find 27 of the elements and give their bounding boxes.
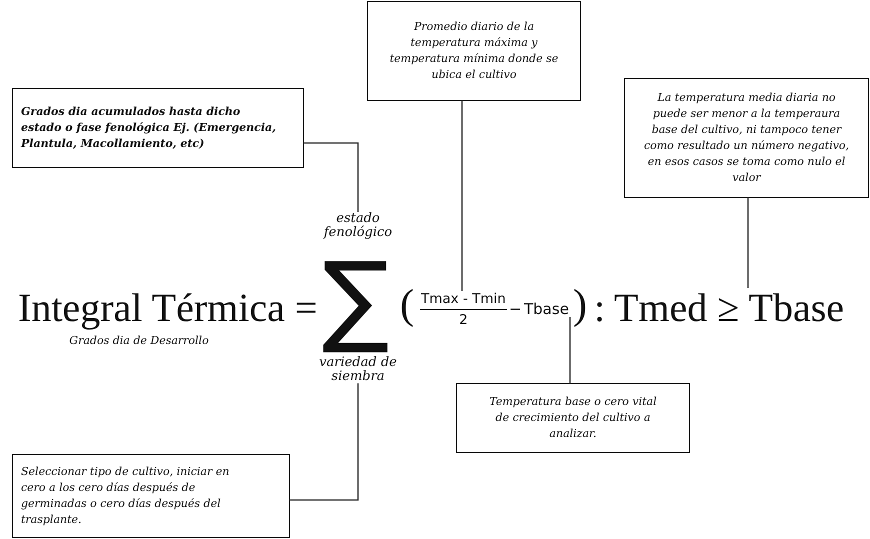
callout-box <box>12 88 304 168</box>
callout-box <box>624 78 869 198</box>
leader-line <box>290 383 359 501</box>
formula-symbol: − <box>509 302 522 317</box>
formula-symbol: ) <box>573 284 587 326</box>
fraction-numerator: Tmax - Tmin <box>420 291 507 310</box>
sum-limit-label: variedad de siembra <box>313 356 403 384</box>
callout-text: Temperatura base o cero vital de crecimiento del cultivo a analizar. <box>488 394 658 442</box>
formula-term: Tmed ≥ Tbase <box>614 288 844 328</box>
subtitle-label: Grados dia de Desarrollo <box>68 335 210 347</box>
leader-line <box>747 198 749 288</box>
leader-line <box>304 142 359 212</box>
callout-text: Promedio diario de la temperatura máxima y temperatura mínima donde se ubica el cultivo <box>388 19 560 83</box>
fraction-denominator: 2 <box>459 311 468 328</box>
callout-box <box>456 383 690 453</box>
leader-line <box>461 101 463 291</box>
callout-box <box>12 454 290 538</box>
leader-line <box>569 317 571 383</box>
callout-text: Grados dia acumulados hasta dicho estado o fase fenológica Ej. (Emergencia, Plantula, Macollamiento, etc) <box>21 104 277 152</box>
callout-text: La temperatura media diaria no puede ser menor a la temperaura base del cultivo, ni tampoco tener como resultado un número negativo, en esos casos se toma como nulo el valor <box>642 90 850 186</box>
callout-box <box>367 1 581 101</box>
formula-symbol: ( <box>400 284 414 326</box>
formula-symbol: Integral Térmica = <box>18 288 318 328</box>
formula-term: Tbase <box>524 302 569 317</box>
formula-symbol: : <box>594 288 606 328</box>
sum-limit-label: estado fenológico <box>313 212 403 240</box>
callout-text: Seleccionar tipo de cultivo, iniciar en cero a los cero días después de germinadas o cero días después del trasplante. <box>21 464 230 528</box>
